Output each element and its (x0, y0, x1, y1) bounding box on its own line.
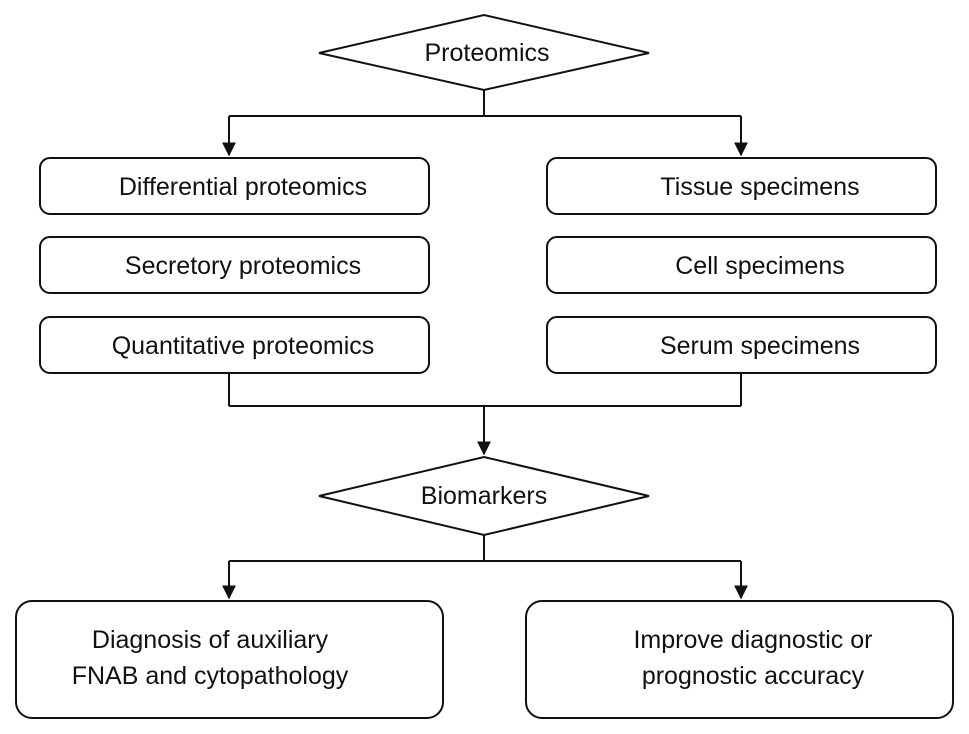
differential-proteomics-box: Differential proteomics (39, 157, 430, 215)
diagnosis-outcome-line-1: Diagnosis of auxiliary (92, 626, 329, 654)
serum-specimens-label: Serum specimens (660, 332, 860, 360)
cell-specimens-box: Cell specimens (546, 236, 937, 294)
secretory-proteomics-box: Secretory proteomics (39, 236, 430, 294)
quantitative-proteomics-label: Quantitative proteomics (112, 332, 375, 360)
proteomics-node: Proteomics (318, 13, 650, 92)
secretory-proteomics-label: Secretory proteomics (125, 252, 361, 280)
proteomics-label: Proteomics (424, 39, 549, 67)
accuracy-outcome-box: Improve diagnostic or prognostic accurac… (525, 600, 954, 719)
left-column: Differential proteomics Secretory proteo… (39, 157, 430, 374)
merge-connector (228, 373, 742, 456)
quantitative-proteomics-box: Quantitative proteomics (39, 316, 430, 374)
biomarkers-node: Biomarkers (318, 455, 650, 537)
diagnosis-outcome-line-2: FNAB and cytopathology (72, 662, 349, 690)
serum-specimens-box: Serum specimens (546, 316, 937, 374)
diagnosis-outcome-box: Diagnosis of auxiliary FNAB and cytopath… (15, 600, 444, 719)
tissue-specimens-box: Tissue specimens (546, 157, 937, 215)
right-column: Tissue specimens Cell specimens Serum sp… (546, 157, 937, 374)
tissue-specimens-label: Tissue specimens (660, 173, 859, 201)
differential-proteomics-label: Differential proteomics (119, 173, 367, 201)
biomarkers-label: Biomarkers (421, 482, 547, 510)
accuracy-outcome-line-1: Improve diagnostic or (633, 626, 872, 654)
cell-specimens-label: Cell specimens (675, 252, 845, 280)
accuracy-outcome-line-2: prognostic accuracy (642, 662, 865, 690)
outcome-connector (222, 535, 748, 600)
split-connector (222, 90, 748, 157)
